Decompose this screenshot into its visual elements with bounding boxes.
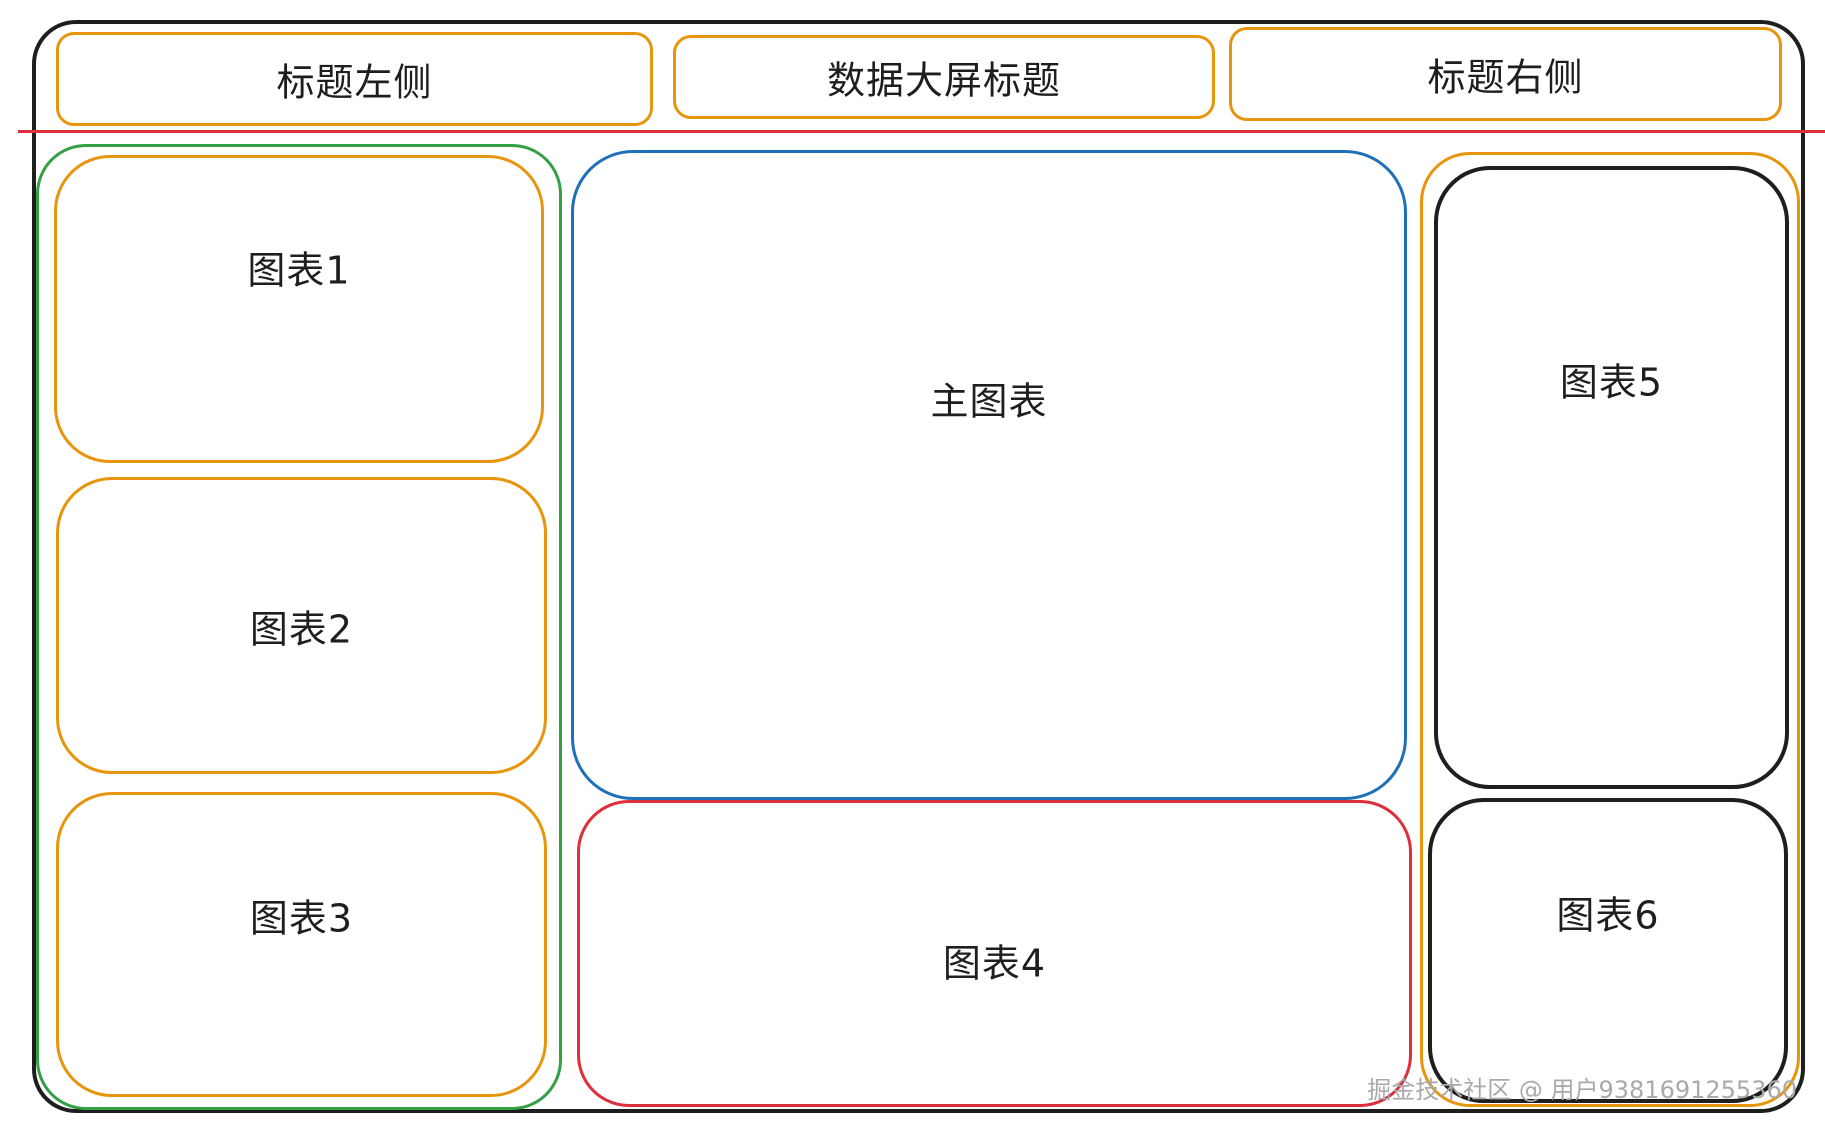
main-chart-panel: 主图表 [571, 150, 1407, 800]
left-column-group [36, 144, 562, 1110]
chart5-panel: 图表5 [1434, 166, 1789, 789]
header-left-title: 标题左侧 [276, 60, 433, 105]
chart1-label: 图表1 [247, 248, 351, 293]
header-right-title: 标题右侧 [1427, 55, 1584, 100]
chart2-label: 图表2 [249, 607, 354, 651]
watermark-text: 掘金技术社区 @ 用户9381691255360 [1367, 1076, 1797, 1104]
chart2-panel: 图表2 [56, 477, 547, 774]
right-column-group [1420, 152, 1800, 1107]
main-chart-label: 主图表 [930, 379, 1048, 424]
header-left-box: 标题左侧 [56, 32, 653, 126]
chart3-label: 图表3 [249, 896, 354, 941]
dashboard-frame [32, 20, 1805, 1113]
header-divider [18, 130, 1825, 133]
chart4-label: 图表4 [942, 941, 1047, 986]
header-right-box: 标题右侧 [1229, 27, 1782, 121]
chart6-panel: 图表6 [1428, 798, 1788, 1103]
chart5-label: 图表5 [1559, 360, 1664, 405]
chart6-label: 图表6 [1556, 893, 1660, 938]
chart3-panel: 图表3 [56, 792, 547, 1097]
chart4-panel: 图表4 [577, 800, 1412, 1107]
header-center-box: 数据大屏标题 [673, 35, 1215, 119]
header-center-title: 数据大屏标题 [826, 58, 1061, 103]
chart1-panel: 图表1 [54, 155, 544, 463]
